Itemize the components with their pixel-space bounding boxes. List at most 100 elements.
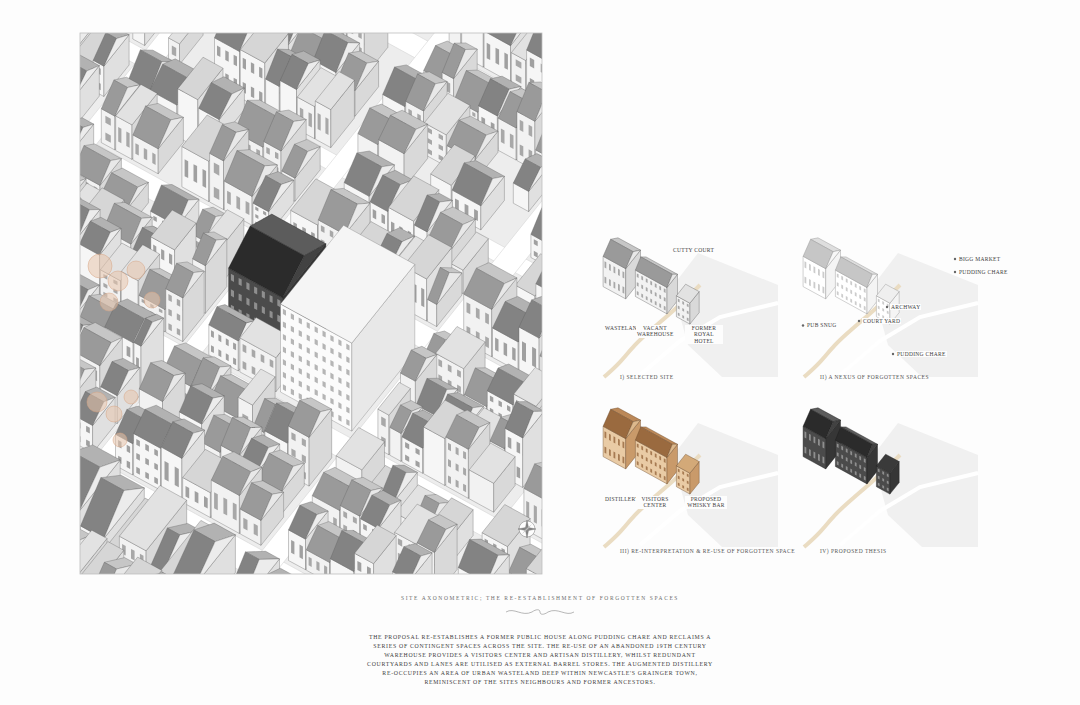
building-window: [252, 349, 256, 358]
building-window: [428, 128, 432, 135]
roof-slope: [835, 257, 872, 288]
building-window: [805, 261, 807, 268]
tree: [88, 254, 112, 278]
building-window: [463, 451, 466, 460]
building-window: [637, 461, 639, 466]
site-label: FORMER ROYAL HOTEL: [685, 325, 723, 344]
roof-gable: [435, 524, 458, 552]
roof-slope: [288, 400, 320, 437]
building-window: [850, 468, 852, 473]
roof-gable: [295, 147, 320, 179]
building-window: [172, 46, 176, 57]
building-window: [463, 484, 466, 493]
building-window: [485, 336, 489, 348]
building-window: [499, 400, 502, 407]
site-label: BIGG MARKET: [958, 256, 1001, 262]
roof-gable: [195, 535, 236, 574]
flat-roof: [355, 525, 397, 564]
frame-border: [80, 33, 542, 574]
site-label: PROPOSED WHISKY BAR: [685, 496, 727, 509]
building-window: [154, 449, 158, 457]
roof-slope: [166, 263, 194, 298]
building-window: [299, 318, 302, 325]
roof-slope: [264, 112, 294, 151]
building-window: [131, 549, 135, 561]
building-window: [859, 295, 861, 300]
building-facade: [133, 33, 145, 46]
building-window: [655, 292, 657, 297]
building-window: [650, 281, 652, 286]
building-window: [818, 439, 820, 446]
building-window: [814, 266, 816, 273]
building-window: [321, 225, 325, 233]
building-window: [512, 347, 515, 361]
building-window: [882, 478, 884, 482]
building-window: [330, 385, 333, 392]
mini-diagram: [603, 238, 778, 377]
building-window: [605, 431, 607, 438]
building-window: [682, 485, 684, 489]
building-window: [161, 249, 164, 261]
building-window: [227, 191, 231, 205]
building-window: [291, 313, 294, 320]
building-window: [254, 302, 257, 310]
roof-slope: [527, 33, 542, 62]
building-window: [270, 310, 273, 318]
street: [80, 33, 542, 537]
building-window: [448, 443, 451, 452]
building-window: [809, 279, 811, 286]
building-window: [846, 296, 848, 301]
building-window: [255, 214, 258, 219]
building-window: [495, 338, 498, 352]
building-window: [641, 463, 643, 468]
roof-slope: [452, 163, 492, 206]
building-window: [823, 456, 825, 463]
building-window: [664, 297, 666, 302]
building-window: [618, 269, 620, 276]
building-window: [346, 369, 349, 376]
site-label: ARCHWAY: [890, 304, 921, 310]
building-window: [330, 348, 333, 355]
building-window: [846, 457, 848, 462]
building-window: [841, 446, 843, 451]
building-window: [855, 462, 857, 467]
marker-dot: [802, 324, 804, 326]
mini-diagram: [603, 408, 778, 547]
map-street: [840, 303, 978, 375]
building-window: [346, 356, 349, 363]
roof-slope: [536, 258, 542, 295]
building-window: [159, 308, 163, 313]
building-window: [809, 449, 811, 456]
building-window: [650, 468, 652, 473]
building-window: [315, 326, 318, 333]
roof-slope: [524, 464, 542, 501]
roof-gable: [667, 444, 678, 457]
building-window: [534, 505, 537, 524]
tree: [106, 406, 122, 422]
building-window: [859, 465, 861, 470]
roof-slope: [161, 422, 193, 459]
roof-gable: [487, 555, 510, 574]
flat-roof: [451, 232, 488, 270]
building-window: [363, 524, 367, 531]
building-window: [223, 497, 227, 515]
roof-slope: [240, 483, 272, 521]
building-window: [646, 457, 648, 462]
map-street: [840, 473, 978, 545]
building-window: [168, 323, 171, 331]
roof-slope: [531, 206, 542, 245]
building-window: [687, 473, 689, 477]
building-window: [405, 455, 409, 463]
building-window: [859, 303, 861, 308]
building-window: [330, 335, 333, 342]
building-window: [646, 466, 648, 471]
tree: [124, 390, 138, 404]
building-window: [864, 297, 866, 302]
building-window: [650, 451, 652, 456]
building-window: [177, 313, 180, 321]
building-window: [678, 469, 680, 473]
building-window: [307, 347, 310, 354]
building-window: [236, 196, 240, 210]
building-window: [520, 144, 524, 156]
building-window: [416, 460, 420, 468]
